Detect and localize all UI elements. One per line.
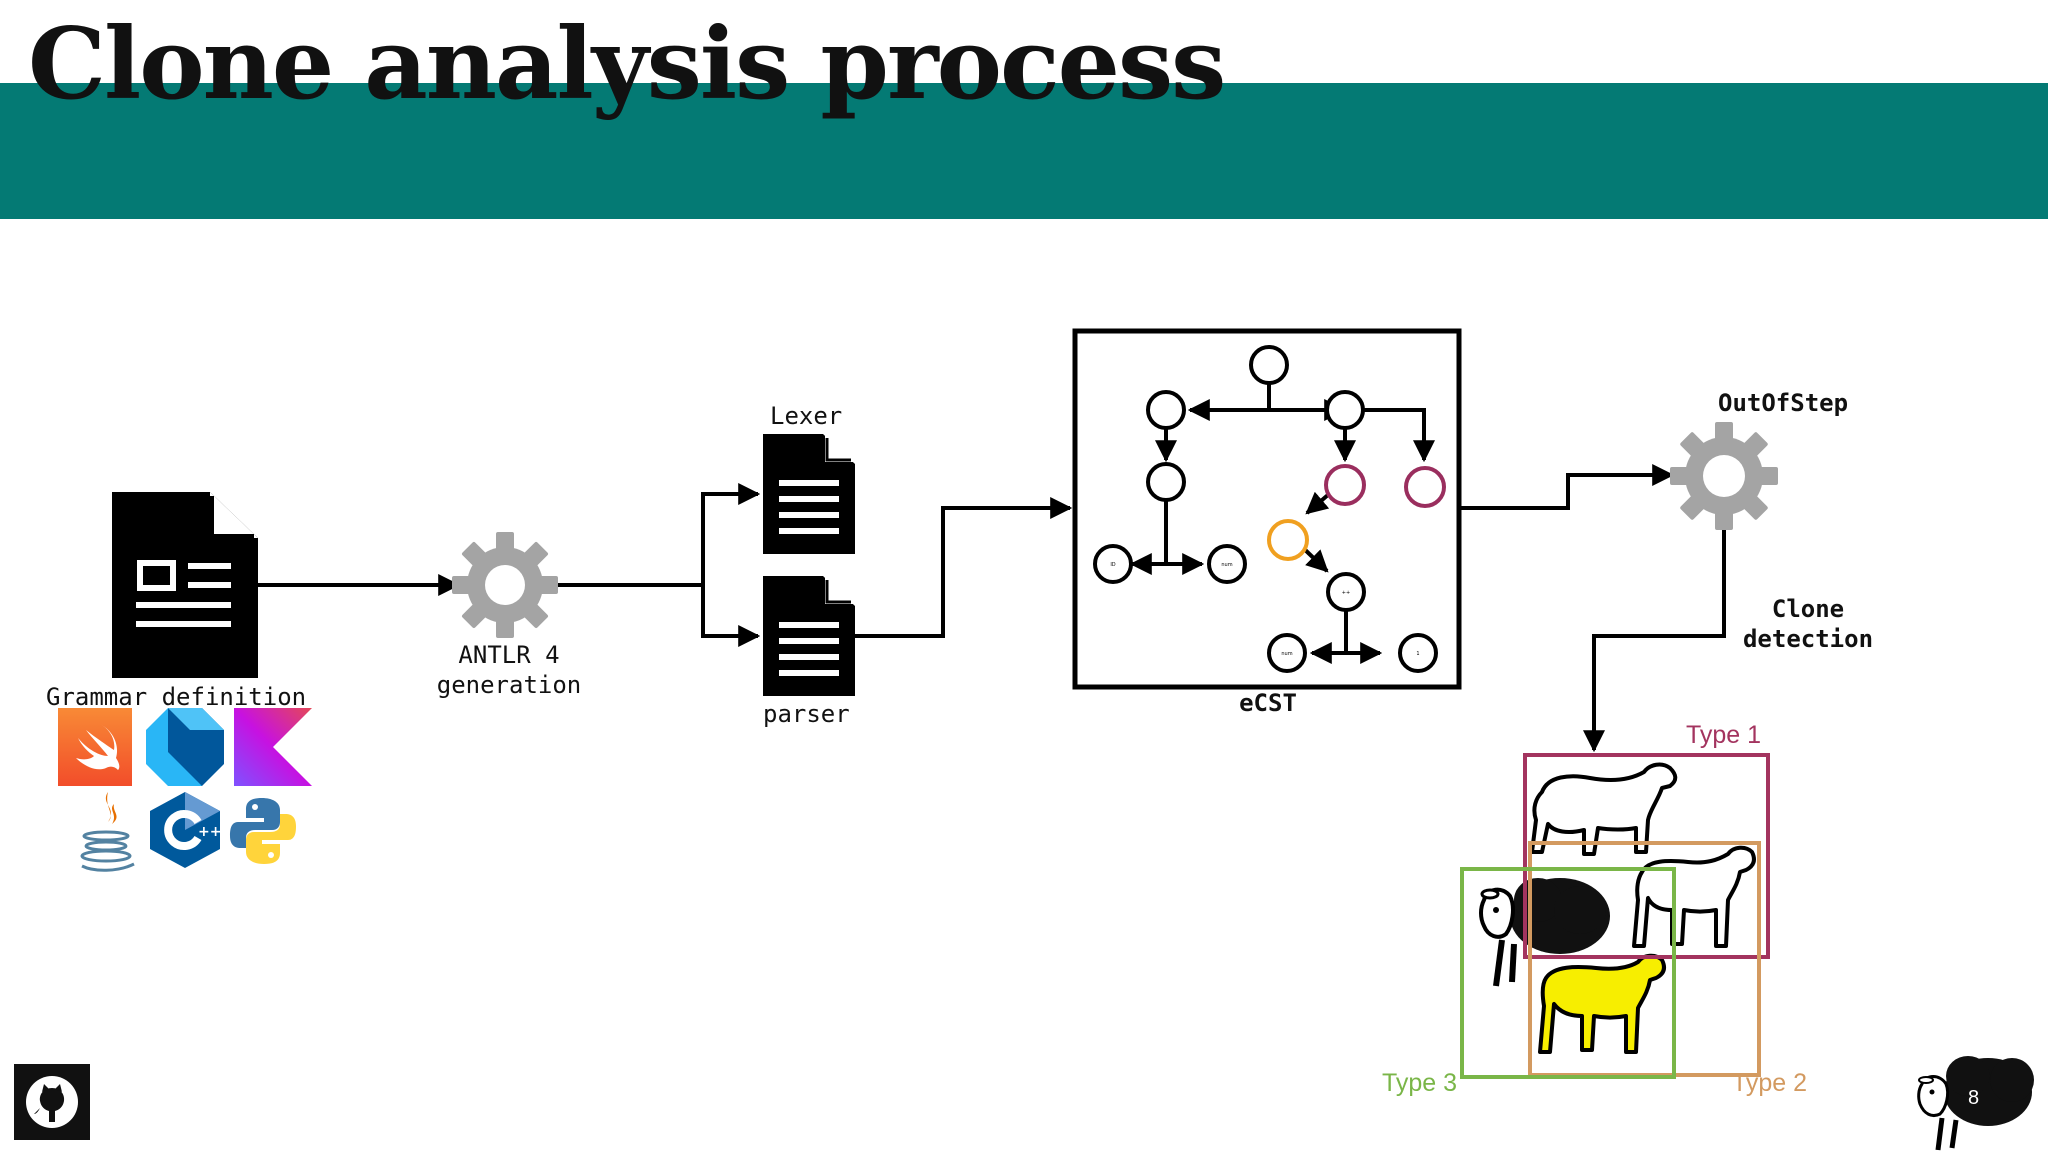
github-icon (26, 1076, 78, 1128)
ecst-leaf-text: 1 (1416, 651, 1419, 657)
antlr-label-line2: generation (436, 671, 582, 699)
sheep-yellow-icon (1538, 953, 1666, 1054)
sheep-icon (1530, 762, 1678, 856)
antlr-label: ANTLR 4 generation (404, 640, 614, 700)
clone-detection-label: Clone detection (1716, 594, 1900, 654)
lexer-document-icon (763, 434, 855, 554)
outofstep-label: OutOfStep (1718, 389, 1849, 417)
page-number: 8 (1968, 1087, 1980, 1109)
ecst-node (1326, 572, 1366, 612)
clone-types-diagram (1460, 753, 1770, 1079)
ecst-node (1325, 390, 1365, 430)
ecst-leaf-text: ID (1110, 562, 1115, 568)
kotlin-icon (234, 708, 312, 786)
grammar-label: Grammar definition (46, 683, 307, 711)
java-icon (80, 792, 135, 872)
python-icon (230, 798, 296, 864)
type2-label: Type 2 (1732, 1069, 1808, 1097)
grammar-document-icon (112, 492, 258, 678)
arrow-to-parser (701, 585, 761, 647)
svg-text:++: ++ (198, 824, 220, 840)
ecst-leaf-text: ++ (1342, 590, 1350, 596)
arrow-ecst-to-outofstep (1459, 464, 1675, 510)
clone-detection-line1: Clone (1771, 595, 1845, 623)
slide-title: Clone analysis process (28, 7, 1226, 122)
antlr-label-line1: ANTLR 4 (458, 641, 560, 669)
black-sheep-mascot-icon (1917, 1056, 2034, 1151)
antlr-gear-icon (452, 532, 558, 638)
type1-box (1523, 753, 1770, 959)
ecst-leaf-node (1093, 544, 1133, 584)
outofstep-gear-icon (1670, 422, 1778, 530)
arrow-parser-to-ecst (855, 497, 1073, 638)
type1-label: Type 1 (1686, 721, 1762, 749)
clone-detection-line2: detection (1742, 625, 1874, 653)
type3-box (1460, 867, 1676, 1079)
ecst-node (1146, 390, 1186, 430)
ecst-node-highlight-orange (1267, 519, 1309, 561)
ecst-node-highlight-purple (1324, 464, 1366, 506)
ecst-node-highlight-purple (1404, 466, 1446, 508)
parser-label: parser (763, 700, 850, 728)
arrow-to-lexer (701, 483, 761, 585)
swift-icon (58, 708, 132, 786)
github-button[interactable] (14, 1064, 90, 1140)
cpp-icon: ++ (150, 792, 220, 868)
ecst-tree-diagram: ID num ++ num 1 (1072, 328, 1462, 690)
parser-document-icon (763, 576, 855, 696)
ecst-leaf-node (1398, 633, 1438, 673)
lexer-label: Lexer (770, 402, 843, 430)
title-band (0, 83, 2048, 219)
ecst-node (1146, 462, 1186, 502)
arrow-to-clone-types (1583, 520, 1726, 753)
ecst-leaf-text: num (1281, 651, 1292, 657)
ecst-root-node (1249, 345, 1289, 385)
ecst-leaf-node (1207, 544, 1247, 584)
dart-icon (146, 708, 224, 786)
ecst-label: eCST (1239, 689, 1297, 717)
sheep-icon (1632, 845, 1756, 948)
type3-label: Type 3 (1382, 1069, 1458, 1097)
ecst-leaf-text: num (1221, 562, 1232, 568)
ecst-leaf-node (1267, 633, 1307, 673)
